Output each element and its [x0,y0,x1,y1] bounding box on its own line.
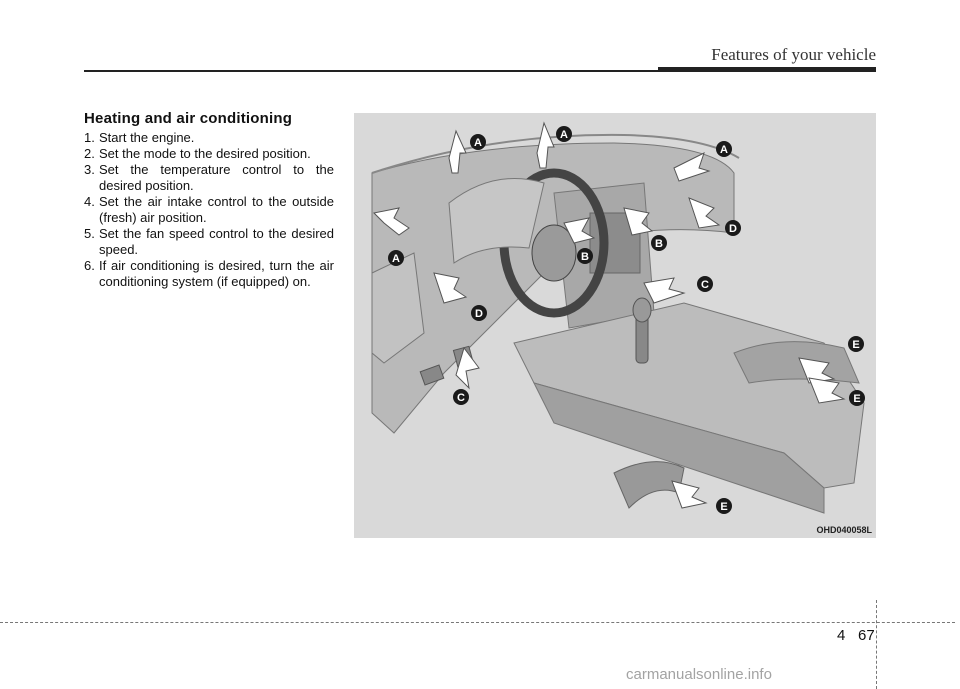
step-number: 4. [84,194,95,209]
airflow-arrow [643,277,686,304]
callout-label: E [853,393,860,405]
console-side [533,382,825,514]
step-text: Start the engine. [99,130,195,145]
airflow-arrow [798,357,836,384]
step-item: 6. If air conditioning is desired, turn t… [84,258,334,290]
step-item: 3. Set the temperature control to the des… [84,162,334,194]
footer-rule [0,622,955,623]
gear-knob [632,297,652,323]
instrument-cluster [448,178,545,264]
step-item: 5. Set the fan speed control to the desir… [84,226,334,258]
airflow-arrow [372,207,410,236]
dashboard-airflow-illustration: A A A A B B C C D D E E E OHD040058L [354,113,876,538]
figure-code: OHD040058L [816,525,872,535]
callout-label: B [581,251,589,263]
step-number: 1. [84,130,95,145]
airflow-arrows [372,121,846,509]
callout-marker: D [471,305,487,321]
callout-marker: B [577,248,593,264]
step-text: Set the air intake control to the outsid… [99,194,334,225]
callout-label: A [392,253,400,265]
header-rule [84,70,876,72]
callouts: A A A A B B C C D D E E E [388,126,865,514]
callout-label: A [474,137,482,149]
callout-label: C [701,279,709,291]
callout-label: A [720,144,728,156]
airflow-arrow [673,152,711,182]
airflow-arrow [448,129,467,174]
armrest [733,341,860,384]
footer-divider [876,600,877,689]
callout-marker: D [725,220,741,236]
callout-label: E [720,501,727,513]
callout-label: D [729,223,737,235]
airflow-arrow [433,272,468,304]
step-number: 5. [84,226,95,241]
side-panel [371,252,425,364]
callout-marker: E [716,498,732,514]
step-number: 3. [84,162,95,177]
page-number: 67 [858,627,875,644]
step-item: 2. Set the mode to the desired position. [84,146,334,162]
steps-list: 1. Start the engine. 2. Set the mode to th… [84,130,334,290]
step-item: 4. Set the air intake control to the outs… [84,194,334,226]
callout-label: D [475,308,483,320]
airflow-arrow [671,480,708,509]
dashboard-drawing: A A A A B B C C D D E E E [371,121,865,514]
callout-marker: A [556,126,572,142]
callout-marker: A [388,250,404,266]
airflow-arrow [563,217,596,244]
step-number: 6. [84,258,95,273]
callout-marker: E [849,390,865,406]
step-text: Set the mode to the desired position. [99,146,311,161]
callout-label: B [655,238,663,250]
callout-marker: B [651,235,667,251]
airflow-arrow [536,121,555,169]
windshield-edge [371,133,740,174]
step-number: 2. [84,146,95,161]
callout-marker: E [848,336,864,352]
step-text: If air conditioning is desired, turn the… [99,258,334,289]
section-title: Heating and air conditioning [84,110,293,127]
callout-marker: A [470,134,486,150]
callout-label: C [457,392,465,404]
chapter-number: 4 [837,627,846,644]
airflow-arrow [623,207,654,236]
callout-marker: C [697,276,713,292]
airflow-arrow [808,377,846,404]
header-rule-accent [658,67,876,72]
airflow-arrow [455,346,480,390]
callout-marker: A [716,141,732,157]
watermark: carmanualsonline.info [626,666,772,683]
steering-hub [531,224,577,282]
header-title: Features of your vehicle [711,45,876,64]
callout-label: E [852,339,859,351]
callout-label: A [560,129,568,141]
floor-duct [613,461,685,509]
pedal [419,364,445,386]
step-text: Set the temperature control to the desir… [99,162,334,193]
callout-marker: C [453,389,469,405]
step-text: Set the fan speed control to the desired… [99,226,334,257]
step-item: 1. Start the engine. [84,130,334,146]
airflow-arrow [688,197,721,229]
